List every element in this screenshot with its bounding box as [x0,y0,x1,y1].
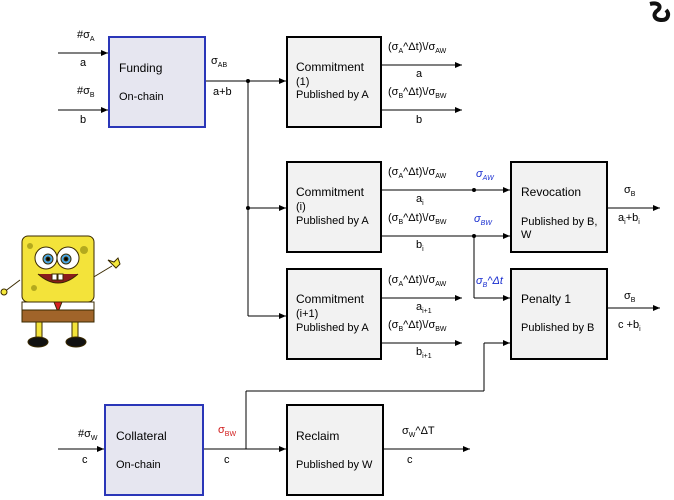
collateral-input-value: c [82,454,88,466]
collateral-output-value: c [224,454,230,466]
funding-box: Funding On-chain [108,36,206,128]
commitment-1-out1-value: a [416,68,423,80]
commitment-i-out1-value: ai [416,193,424,207]
revocation-title: Revocation [521,185,582,199]
penalty-input-sig: σB^Δt [476,275,503,289]
funding-output-value: a+b [213,86,232,98]
revocation-input-2-sig: σBW [474,213,492,227]
commitment-1-out2-value: b [416,114,423,126]
revocation-box: Revocation Published by B, W [510,161,608,253]
funding-subtitle: On-chain [119,91,164,103]
commitment-i-out2-value: bi [416,239,424,253]
commitment-1-out2-cond: (σB^Δt)\/σBW [388,86,447,100]
penalty-title: Penalty 1 [521,292,572,306]
commitment-1-title: Commitment [296,60,365,74]
commitment-i-title: Commitment [296,185,365,199]
reclaim-box: Reclaim Published by W [286,404,384,496]
sponge-character-image [0,235,121,348]
funding-title: Funding [119,61,163,75]
commitment-i1-publisher: Published by A [296,322,369,334]
collateral-input-sig: #σW [78,428,98,442]
commitment-i-index: (i) [296,201,306,213]
revocation-output-value: ai+bi [618,212,640,226]
commitment-i1-out1-value: ai+1 [416,301,432,315]
commitment-i-out1-cond: (σA^Δt)\/σAW [388,166,447,180]
commitment-1-out1-cond: (σA^Δt)\/σAW [388,41,447,55]
corner-decoration-icon [649,1,671,23]
commitment-i1-out2-cond: (σB^Δt)\/σBW [388,319,447,333]
funding-input-a-sig: #σA [77,29,95,43]
revocation-input-1-sig: σAW [476,168,494,182]
commitment-1-publisher: Published by A [296,89,369,101]
funding-output-sig: σAB [211,55,228,69]
commitment-1-index: (1) [296,76,310,88]
commitment-i1-out1-cond: (σA^Δt)\/σAW [388,274,447,288]
funding-input-b-value: b [80,114,87,126]
reclaim-output-cond: σW^ΔT [402,425,435,439]
commitment-i1-box: Commitment (i+1) Published by A [286,268,382,360]
funding-input-b-sig: #σB [77,85,95,99]
commitment-i1-title: Commitment [296,292,365,306]
collateral-output-sig: σBW [218,424,237,438]
commitment-i-box: Commitment (i) Published by A [286,161,382,253]
revocation-publisher-2: W [521,229,532,241]
revocation-publisher: Published by B, [521,216,598,228]
reclaim-output-value: c [407,454,413,466]
collateral-box: Collateral On-chain [104,404,204,496]
reclaim-publisher: Published by W [296,459,373,471]
collateral-subtitle: On-chain [116,459,161,471]
penalty-box: Penalty 1 Published by B [510,268,608,360]
penalty-publisher: Published by B [521,322,595,334]
penalty-output-value: c +bi [618,319,641,333]
penalty-output-sig: σB [624,290,636,304]
funding-input-a-value: a [80,57,87,69]
commitment-i-publisher: Published by A [296,215,369,227]
revocation-output-sig: σB [624,184,636,198]
collateral-title: Collateral [116,429,167,443]
commitment-i1-index: (i+1) [296,308,319,320]
commitment-i-out2-cond: (σB^Δt)\/σBW [388,212,447,226]
commitment-i1-out2-value: bi+1 [416,346,432,360]
commitment-1-box: Commitment (1) Published by A [286,36,382,128]
reclaim-title: Reclaim [296,429,340,443]
